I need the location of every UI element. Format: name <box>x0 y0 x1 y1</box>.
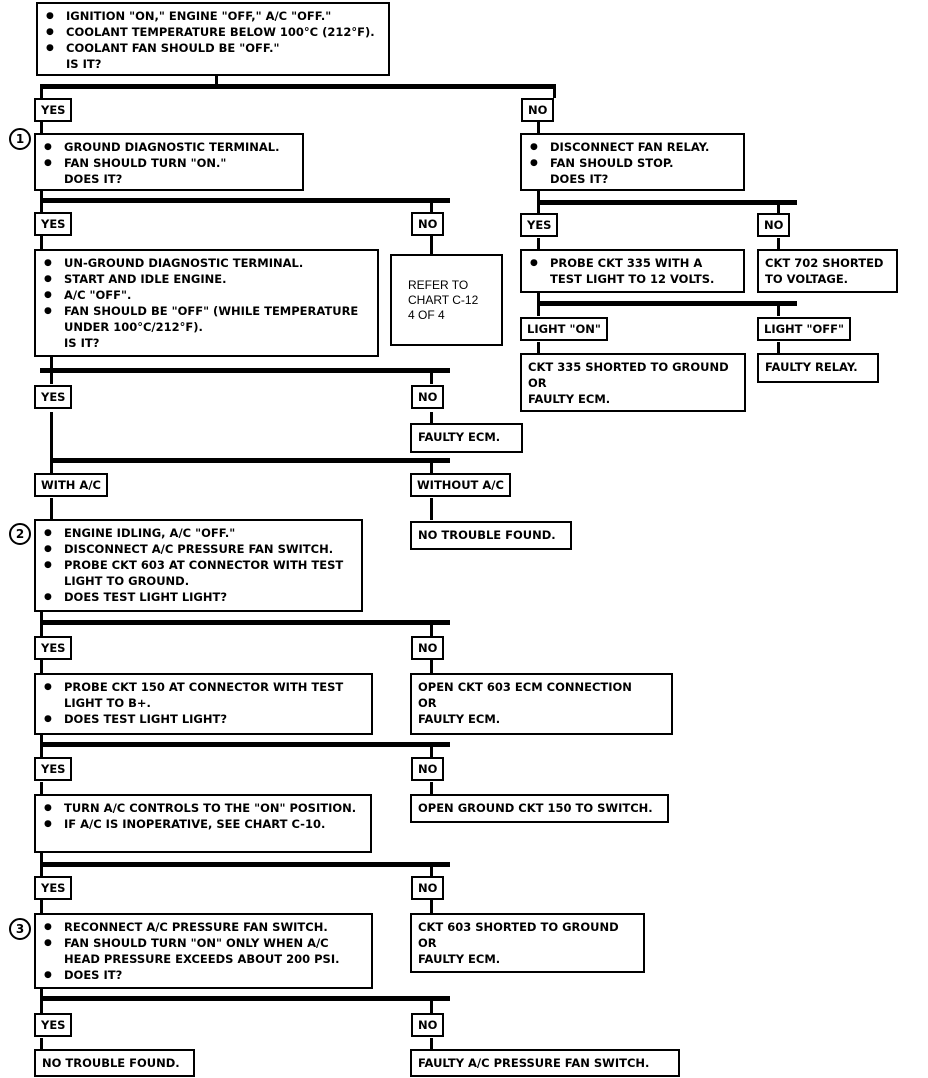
step3-box: RECONNECT A/C PRESSURE FAN SWITCH. FAN S… <box>34 913 373 989</box>
connector-line <box>40 84 43 98</box>
connector-line <box>553 84 556 98</box>
connector-line <box>40 236 43 250</box>
connector-line <box>40 198 450 203</box>
step2-box: ENGINE IDLING, A/C "OFF." DISCONNECT A/C… <box>34 519 363 612</box>
connector-line <box>777 342 780 354</box>
connector-line <box>50 458 450 463</box>
ckt702-box: CKT 702 SHORTED TO VOLTAGE. <box>757 249 898 293</box>
connector-line <box>430 782 433 796</box>
connector-line <box>40 782 43 796</box>
no-label: NO <box>411 636 445 660</box>
connector-line <box>40 1038 43 1050</box>
connector-line <box>40 988 43 1014</box>
connector-line <box>40 610 43 636</box>
yes-label: YES <box>34 757 73 781</box>
connector-line <box>537 301 797 306</box>
step1-box: GROUND DIAGNOSTIC TERMINAL.FAN SHOULD TU… <box>34 133 304 191</box>
open603-box: OPEN CKT 603 ECM CONNECTION OR FAULTY EC… <box>410 673 673 735</box>
connector-line <box>40 190 43 212</box>
no-label: NO <box>411 757 445 781</box>
connector-line <box>40 368 450 373</box>
connector-line <box>40 734 43 758</box>
connector-line <box>50 356 53 384</box>
connector-line <box>430 198 433 212</box>
faulty-switch-box: FAULTY A/C PRESSURE FAN SWITCH. <box>410 1049 680 1077</box>
probe150-box: PROBE CKT 150 AT CONNECTOR WITH TEST LIG… <box>34 673 373 735</box>
light-on-label: LIGHT "ON" <box>520 317 608 341</box>
turn-ac-box: TURN A/C CONTROLS TO THE "ON" POSITION. … <box>34 794 372 853</box>
connector-line <box>40 862 450 867</box>
connector-line <box>40 84 555 89</box>
connector-line <box>537 200 797 205</box>
no-label: NO <box>411 876 445 900</box>
connector-line <box>430 236 433 256</box>
ckt335-shorted-box: CKT 335 SHORTED TO GROUND OR FAULTY ECM. <box>520 353 746 412</box>
connector-line <box>537 238 540 250</box>
connector-line <box>40 900 43 914</box>
yes-label: YES <box>34 98 73 122</box>
probe335-box: PROBE CKT 335 WITH A TEST LIGHT TO 12 VO… <box>520 249 745 293</box>
no-label: NO <box>411 212 445 236</box>
connector-line <box>430 660 433 674</box>
connector-line <box>537 292 540 316</box>
connector-line <box>430 498 433 520</box>
connector-line <box>430 900 433 914</box>
connector-line <box>777 238 780 250</box>
connector-line <box>50 412 53 474</box>
relay-box: DISCONNECT FAN RELAY.FAN SHOULD STOP. DO… <box>520 133 745 191</box>
yes-label: YES <box>34 212 73 236</box>
connector-line <box>40 120 43 134</box>
open-ground-box: OPEN GROUND CKT 150 TO SWITCH. <box>410 794 669 823</box>
no-label: NO <box>411 1013 445 1037</box>
connector-line <box>430 620 433 636</box>
without-ac-label: WITHOUT A/C <box>410 473 511 497</box>
connector-line <box>430 412 433 424</box>
ckt603-shorted-box: CKT 603 SHORTED TO GROUND OR FAULTY ECM. <box>410 913 645 973</box>
no-trouble-box: NO TROUBLE FOUND. <box>410 521 572 550</box>
connector-line <box>430 996 433 1014</box>
yes-label: YES <box>34 385 73 409</box>
connector-line <box>777 301 780 316</box>
connector-line <box>40 742 450 747</box>
yes-label: YES <box>34 636 73 660</box>
connector-line <box>537 342 540 354</box>
no-label: NO <box>411 385 445 409</box>
light-off-label: LIGHT "OFF" <box>757 317 851 341</box>
faulty-relay-box: FAULTY RELAY. <box>757 353 879 383</box>
connector-line <box>430 1038 433 1050</box>
connector-line <box>430 458 433 474</box>
connector-line <box>430 862 433 878</box>
no-label: NO <box>757 213 791 237</box>
faulty-ecm-box: FAULTY ECM. <box>410 423 523 453</box>
connector-line <box>40 996 450 1001</box>
yes-label: YES <box>34 876 73 900</box>
connector-line <box>537 190 540 214</box>
start-box: IGNITION "ON," ENGINE "OFF," A/C "OFF."C… <box>36 2 390 76</box>
step-marker-2: 2 <box>9 523 31 545</box>
refer-chart-box: REFER TO CHART C-12 4 OF 4 <box>390 254 503 346</box>
connector-line <box>430 368 433 384</box>
no-label: NO <box>521 98 555 122</box>
with-ac-label: WITH A/C <box>34 473 108 497</box>
yes-label: YES <box>34 1013 73 1037</box>
connector-line <box>40 620 450 625</box>
connector-line <box>215 76 218 86</box>
connector-line <box>40 660 43 674</box>
no-trouble-final-box: NO TROUBLE FOUND. <box>34 1049 195 1077</box>
yes-label: YES <box>520 213 559 237</box>
connector-line <box>40 852 43 878</box>
connector-line <box>777 200 780 214</box>
connector-line <box>537 120 540 134</box>
step-marker-1: 1 <box>9 128 31 150</box>
connector-line <box>430 742 433 758</box>
connector-line <box>50 498 53 520</box>
unground-box: UN-GROUND DIAGNOSTIC TERMINAL. START AND… <box>34 249 379 357</box>
step-marker-3: 3 <box>9 918 31 940</box>
